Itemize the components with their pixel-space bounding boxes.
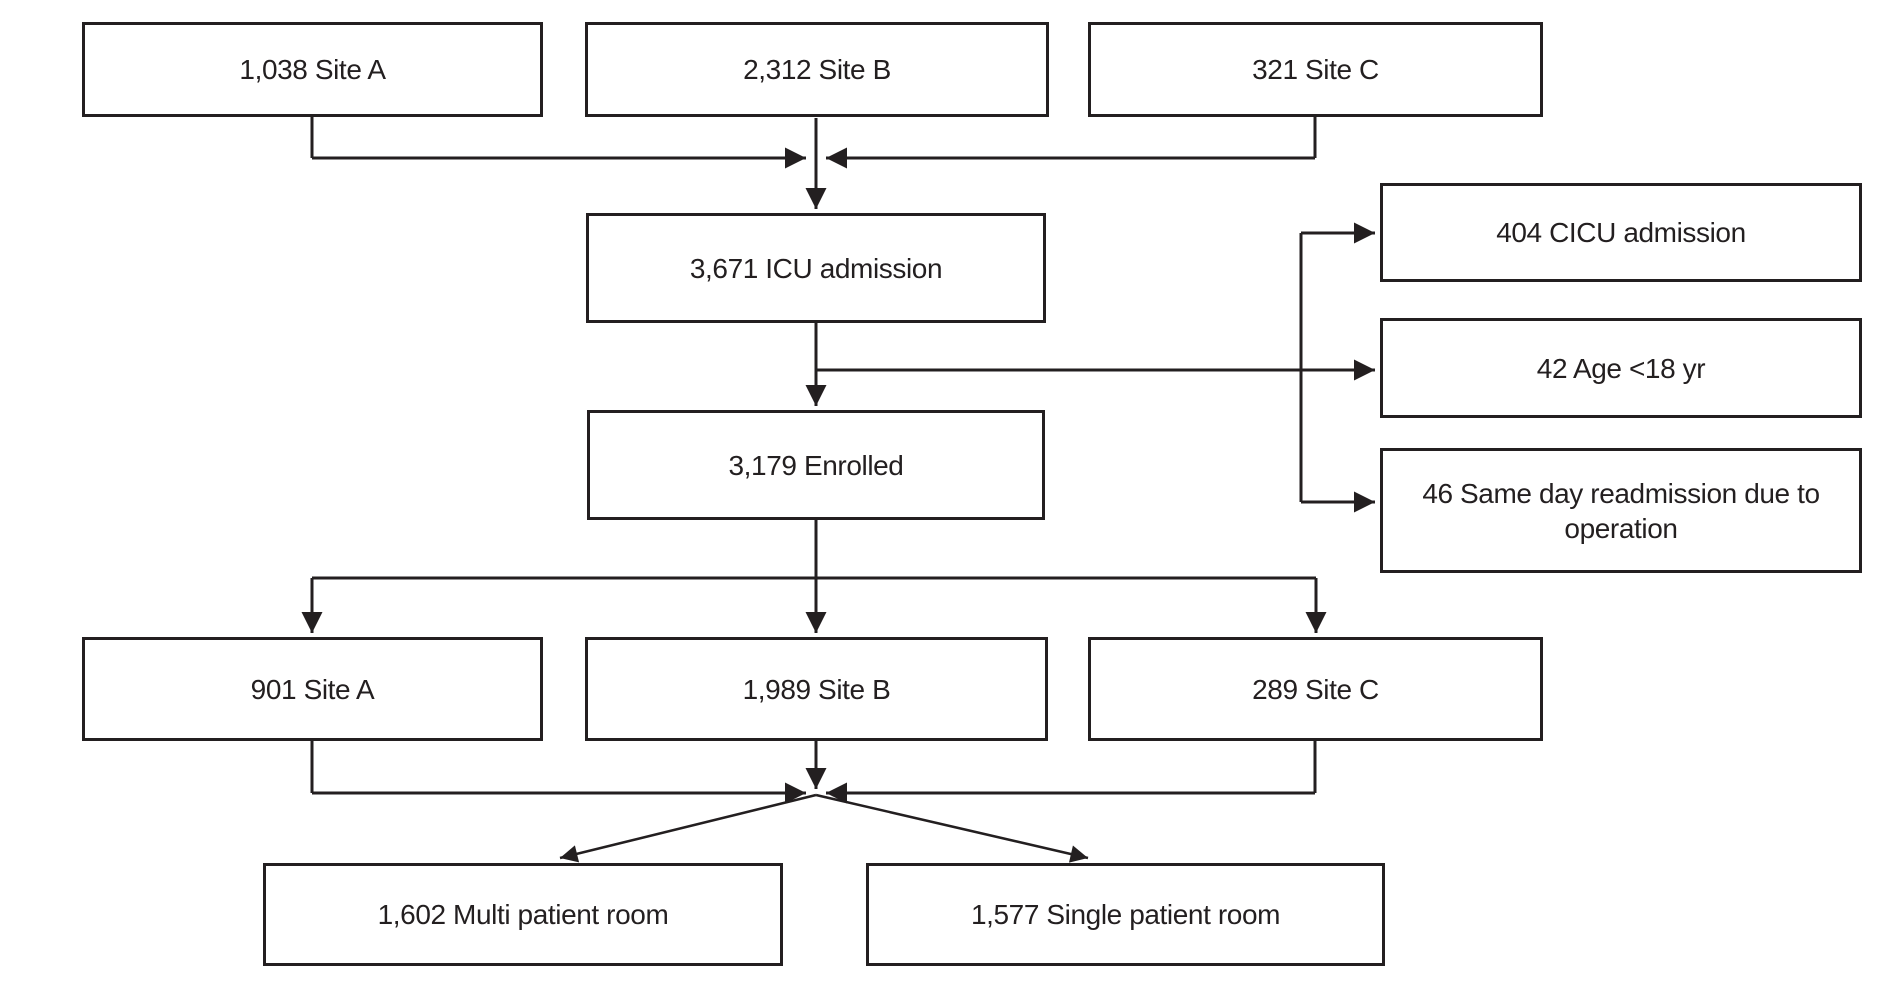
node-site-c-top: 321 Site C xyxy=(1088,22,1543,117)
node-excl-readmission: 46 Same day readmission due to operation xyxy=(1380,448,1862,573)
node-icu-admission: 3,671 ICU admission xyxy=(586,213,1046,323)
node-site-b-enrolled: 1,989 Site B xyxy=(585,637,1048,741)
connector-to-single-room xyxy=(815,793,1089,863)
node-multi-patient-room: 1,602 Multi patient room xyxy=(263,863,783,966)
node-site-a-enrolled: 901 Site A xyxy=(82,637,543,741)
connector-to-multi-room xyxy=(559,793,817,863)
node-site-b-top: 2,312 Site B xyxy=(585,22,1049,117)
node-site-c-enrolled: 289 Site C xyxy=(1088,637,1543,741)
node-site-a-top: 1,038 Site A xyxy=(82,22,543,117)
node-single-patient-room: 1,577 Single patient room xyxy=(866,863,1385,966)
node-excl-cicu-admission: 404 CICU admission xyxy=(1380,183,1862,282)
node-enrolled: 3,179 Enrolled xyxy=(587,410,1045,520)
node-excl-age: 42 Age <18 yr xyxy=(1380,318,1862,418)
